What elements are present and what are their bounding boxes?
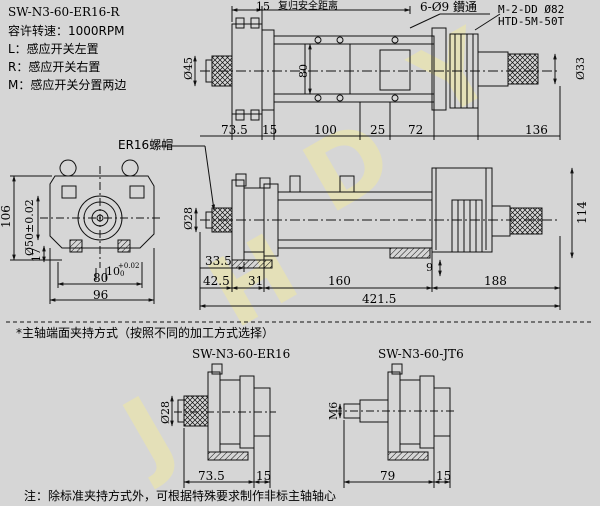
clamp-right-title: SW-N3-60-JT6 (378, 347, 464, 361)
dim-100: 100 (314, 123, 337, 137)
dim-10: 10 (106, 265, 120, 278)
dim-188: 188 (484, 274, 507, 288)
dim-80-end: 80 (93, 271, 109, 285)
clamp-left-15: 15 (256, 469, 272, 483)
dim-25: 25 (370, 123, 386, 137)
top-view (193, 6, 561, 140)
dim-d33: Ø33 (574, 56, 587, 80)
side-view (160, 145, 574, 310)
dim-96: 96 (93, 288, 109, 302)
dim-106: 106 (0, 205, 13, 228)
dim-d45: Ø45 (182, 56, 195, 80)
clamp-right-15: 15 (436, 469, 452, 483)
svg-text:D: D (286, 98, 411, 235)
dim-160: 160 (328, 274, 351, 288)
er16-nut-label: ER16螺帽 (118, 138, 174, 152)
svg-text:J: J (100, 375, 192, 493)
clamping-note: *主轴端面夹持方式（按照不同的加工方式选择） (16, 326, 275, 340)
dim-17: 17 (30, 248, 43, 262)
dim-15-b: 15 (262, 123, 278, 137)
speed-spec: 容许转速：1000RPM (8, 24, 125, 38)
model-title: SW-N3-60-ER16-R (8, 5, 120, 19)
clamp-view-er16 (170, 363, 276, 488)
dim-31: 31 (248, 274, 264, 288)
dim-d28-side: Ø28 (182, 206, 195, 230)
dim-10-upper-tol: +0.02 (118, 262, 140, 270)
clamp-right-79: 79 (380, 469, 396, 483)
dim-73-5: 73.5 (221, 123, 248, 137)
dim-33-5: 33.5 (205, 254, 232, 268)
clamp-right-m6: M6 (327, 401, 340, 420)
belt-code: HTD-5M-50T (498, 15, 565, 28)
dim-72: 72 (408, 123, 424, 137)
return-distance-label: 复归安全距离 (278, 1, 338, 12)
dim-9: 9 (426, 261, 433, 274)
dim-42-5: 42.5 (203, 274, 230, 288)
end-view (10, 159, 160, 304)
dim-15-top: 15 (256, 0, 270, 13)
dim-10-lower-tol: 0 (120, 270, 125, 278)
belt-label: M-2-DD Ø82 (498, 3, 565, 16)
dim-114: 114 (575, 201, 589, 224)
dim-80: 80 (297, 64, 310, 78)
clamp-view-jt6 (334, 363, 456, 488)
clamp-left-73-5: 73.5 (198, 469, 225, 483)
dim-136: 136 (525, 123, 548, 137)
footer-note: 注：除标准夹持方式外，可根据特殊要求制作非标主轴轴心 (24, 489, 337, 503)
right-switch-note: R：感应开关右置 (8, 60, 101, 74)
dim-421-5: 421.5 (362, 292, 397, 306)
left-switch-note: L：感应开关左置 (8, 42, 99, 56)
both-switch-note: M：感应开关分置两边 (8, 78, 127, 92)
holes-label: 6-Ø9 鑽通 (420, 0, 477, 14)
clamp-left-title: SW-N3-60-ER16 (192, 347, 291, 361)
clamp-left-d28: Ø28 (159, 400, 172, 424)
